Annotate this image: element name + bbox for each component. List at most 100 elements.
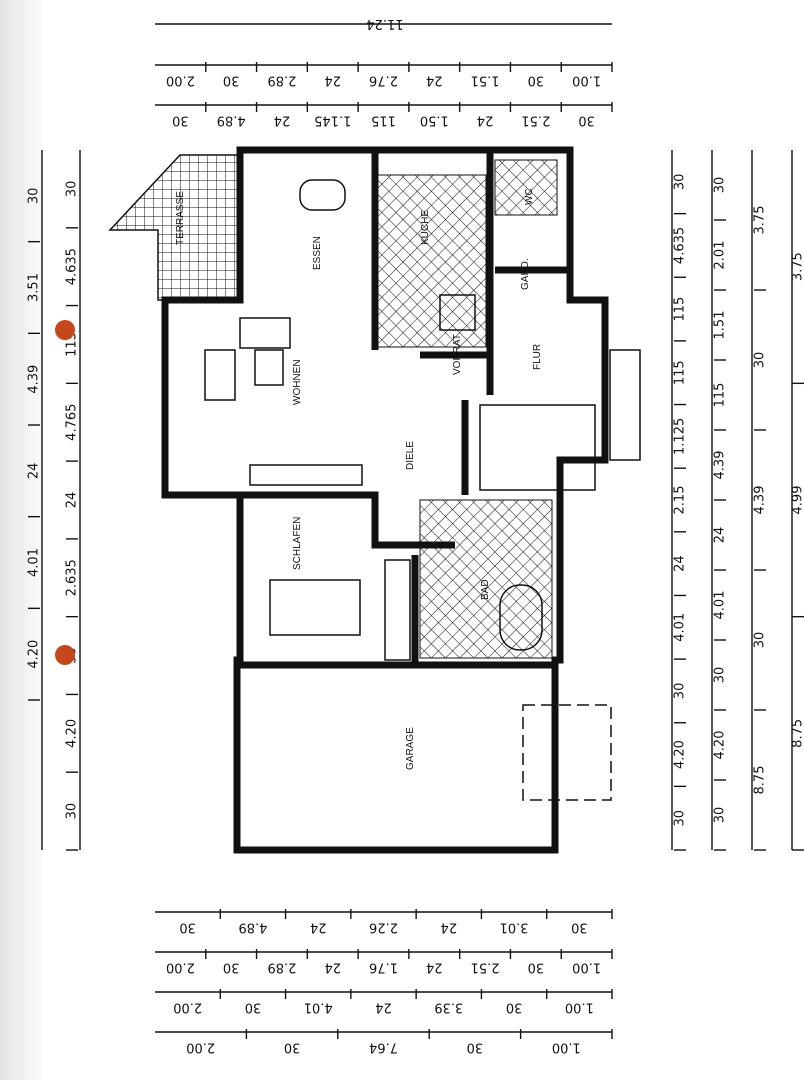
dim-label: 24: [310, 920, 327, 935]
dim-label: 30: [528, 73, 545, 88]
dim-label: 4.01: [304, 1000, 333, 1015]
dim-label: 24: [477, 113, 494, 128]
dim-label: 1.145: [314, 113, 351, 128]
dim-label: 30: [753, 632, 768, 649]
dim-label: 4.99: [791, 486, 804, 515]
dim-label: 30: [571, 920, 588, 935]
dim-label: 3.01: [500, 920, 529, 935]
dim-label: 4.635: [65, 248, 80, 285]
dim-label: 24: [65, 492, 80, 509]
bath-floor: [419, 499, 553, 659]
dim-label: 30: [713, 807, 728, 824]
dim-label: 4.20: [673, 740, 688, 769]
dim-label: 1.76: [369, 960, 398, 975]
dim-label: 4.39: [713, 451, 728, 480]
room-label-wohnen: WOHNEN: [292, 359, 303, 405]
dim-label: 1.00: [572, 960, 601, 975]
dim-label: 30: [179, 920, 196, 935]
dim-label: 4.20: [713, 731, 728, 760]
wc-floor: [494, 159, 558, 216]
dim-label: 1.50: [420, 113, 449, 128]
dim-label: 7.64: [369, 1040, 398, 1055]
dim-label: 1.00: [572, 73, 601, 88]
dim-label: 30: [245, 1000, 262, 1015]
dim-label: 2.635: [65, 559, 80, 596]
room-label-vorrat: VORRAT: [452, 334, 463, 375]
dim-label: 2.89: [267, 960, 296, 975]
dim-label: 115: [673, 360, 688, 385]
dim-label: 115: [371, 113, 396, 128]
pin-marker: [55, 645, 75, 665]
dim-label: 2.00: [166, 73, 195, 88]
dim-label: 1.00: [552, 1040, 581, 1055]
dim-label: 4.01: [27, 548, 42, 577]
room-label-diele: DIELE: [405, 441, 416, 470]
dim-label: 24: [375, 1000, 392, 1015]
dim-label: 4.20: [65, 719, 80, 748]
dim-label: 2.76: [369, 73, 398, 88]
dim-overall: 11.24: [366, 16, 403, 31]
dim-label: 4.01: [673, 613, 688, 642]
dim-label: 4.89: [217, 113, 246, 128]
pin-marker: [55, 320, 75, 340]
dim-label: 24: [324, 960, 341, 975]
carport-outline: [522, 704, 612, 801]
dim-label: 24: [274, 113, 291, 128]
dim-label: 1.00: [565, 1000, 594, 1015]
dim-label: 30: [673, 810, 688, 827]
dim-label: 30: [223, 960, 240, 975]
dim-label: 30: [284, 1040, 301, 1055]
dim-label: 2.26: [369, 920, 398, 935]
dim-label: 30: [528, 960, 545, 975]
dim-label: 24: [324, 73, 341, 88]
dim-label: 3.75: [791, 252, 804, 281]
furniture: [204, 179, 641, 801]
dim-label: 30: [713, 177, 728, 194]
exterior-walls: [161, 146, 609, 854]
dim-label: 30: [578, 113, 595, 128]
dim-label: 4.39: [27, 365, 42, 394]
room-label-garage: GARAGE: [405, 727, 416, 770]
dim-label: 30: [27, 188, 42, 205]
dim-label: 2.51: [471, 960, 500, 975]
dim-label: 30: [65, 803, 80, 820]
dim-label: 1.51: [471, 73, 500, 88]
dim-label: 3.75: [753, 206, 768, 235]
dim-label: 30: [65, 181, 80, 198]
dim-label: 2.00: [186, 1040, 215, 1055]
dim-label: 8.75: [791, 719, 804, 748]
dim-label: 115: [673, 297, 688, 322]
dim-label: 2.51: [521, 113, 550, 128]
room-label-schlafen: SCHLAFEN: [292, 517, 303, 570]
dim-label: 2.89: [267, 73, 296, 88]
room-label-bad: BAD: [480, 579, 491, 600]
dim-label: 30: [753, 352, 768, 369]
dim-label: 115: [713, 383, 728, 408]
dim-label: 4.765: [65, 404, 80, 441]
dim-label: 30: [713, 667, 728, 684]
dim-label: 2.01: [713, 241, 728, 270]
dim-label: 24: [27, 463, 42, 480]
room-label-flur: FLUR: [532, 344, 543, 370]
dim-label: 4.20: [27, 640, 42, 669]
dim-label: 2.15: [673, 486, 688, 515]
kitchen-floor: [377, 174, 487, 348]
dim-label: 30: [172, 113, 189, 128]
dim-label: 4.39: [753, 486, 768, 515]
dim-label: 30: [506, 1000, 523, 1015]
room-label-kueche: KÜCHE: [419, 210, 431, 245]
dim-label: 24: [673, 555, 688, 572]
room-label-gard: GARD.: [520, 258, 531, 290]
dim-label: 3.51: [27, 273, 42, 302]
dim-label: 24: [713, 527, 728, 544]
dim-label: 24: [441, 920, 458, 935]
dim-label: 1.51: [713, 311, 728, 340]
dim-label: 4.89: [238, 920, 267, 935]
dim-label: 4.635: [673, 227, 688, 264]
dim-label: 4.01: [713, 591, 728, 620]
dim-label: 8.75: [753, 766, 768, 795]
room-label-essen: ESSEN: [312, 236, 323, 270]
dim-label: 30: [673, 174, 688, 191]
top-dimensions: 11.24 1.00 30 1.51 24 2.76 24 2.89 30 2.00 30 2.51…: [155, 16, 613, 128]
